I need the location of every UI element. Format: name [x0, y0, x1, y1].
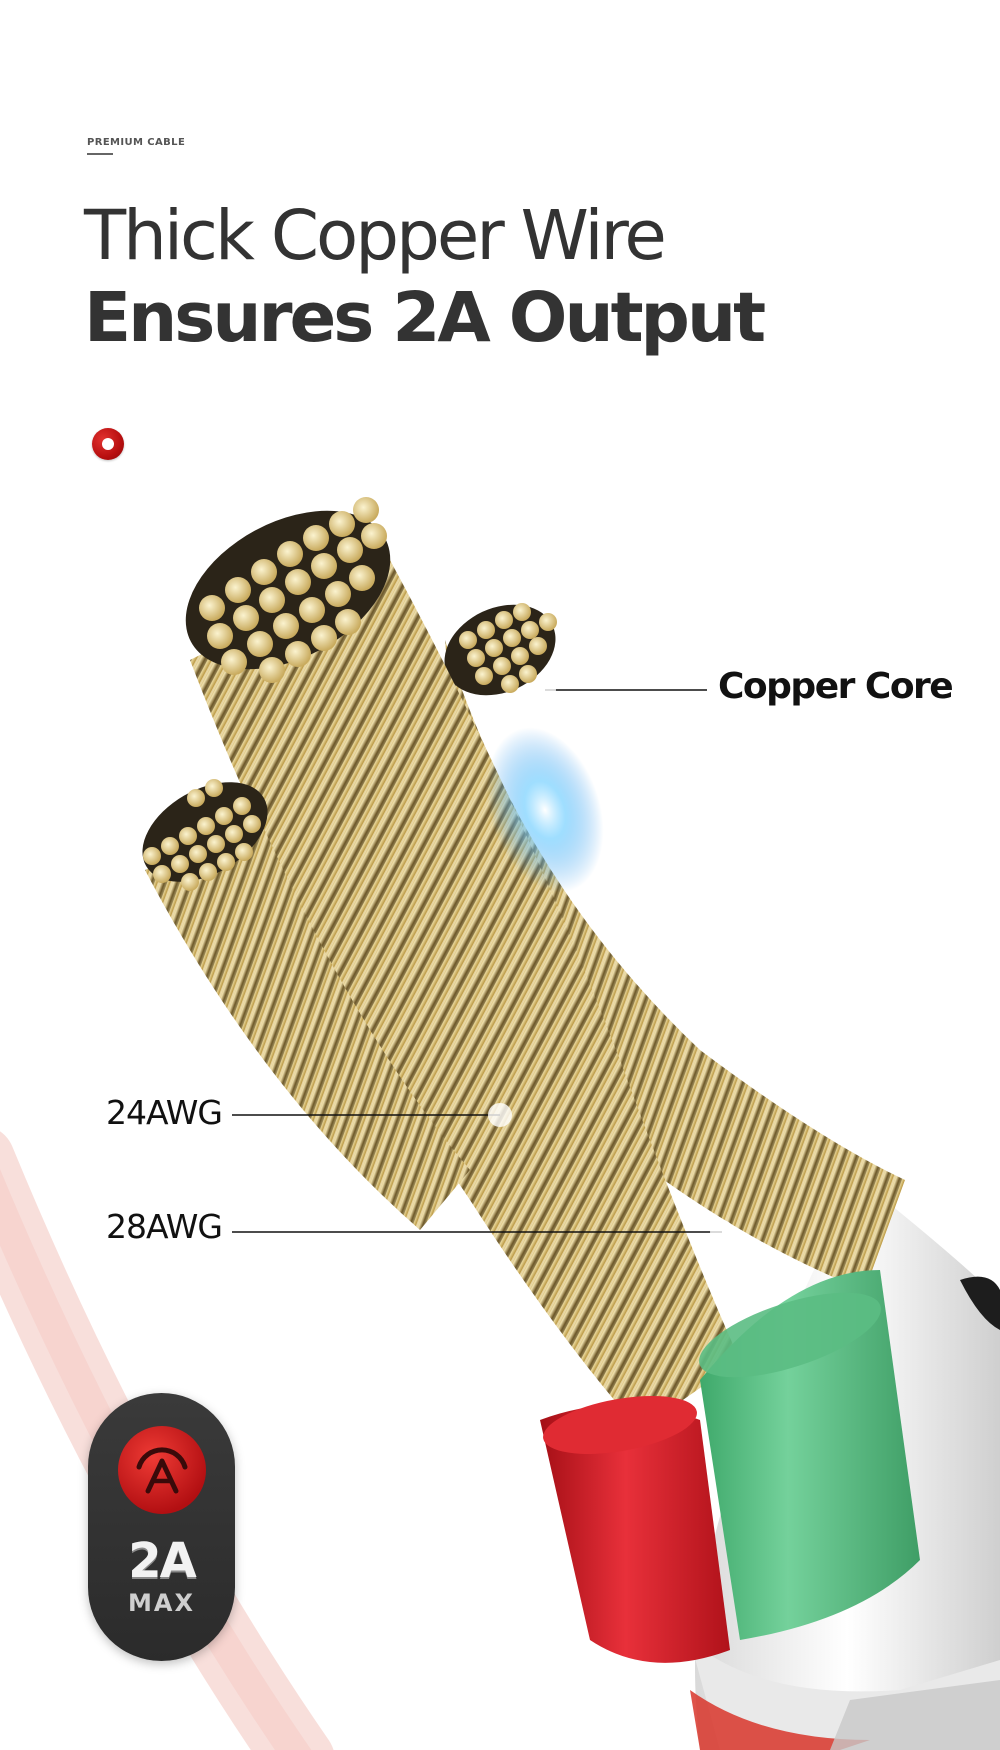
awg-24-label: 24AWG — [106, 1093, 223, 1132]
thick-wire-end — [185, 497, 391, 683]
eyebrow-label: PREMIUM CABLE — [87, 137, 186, 148]
page-title-line-2: Ensures 2A Output — [84, 278, 766, 358]
awg-28-label: 28AWG — [106, 1207, 223, 1246]
red-a-arc-icon — [118, 1426, 206, 1514]
max-current-badge: 2A MAX — [88, 1393, 235, 1661]
thin-wire-end — [444, 603, 557, 696]
eyebrow-rule — [87, 153, 113, 155]
copper-core-label: Copper Core — [718, 666, 954, 707]
red-ring-dot-icon — [92, 428, 124, 460]
left-wire-end — [142, 779, 268, 891]
badge-value: 2A — [128, 1533, 197, 1589]
badge-sub: MAX — [128, 1589, 195, 1617]
page-title-line-1: Thick Copper Wire — [84, 196, 667, 276]
